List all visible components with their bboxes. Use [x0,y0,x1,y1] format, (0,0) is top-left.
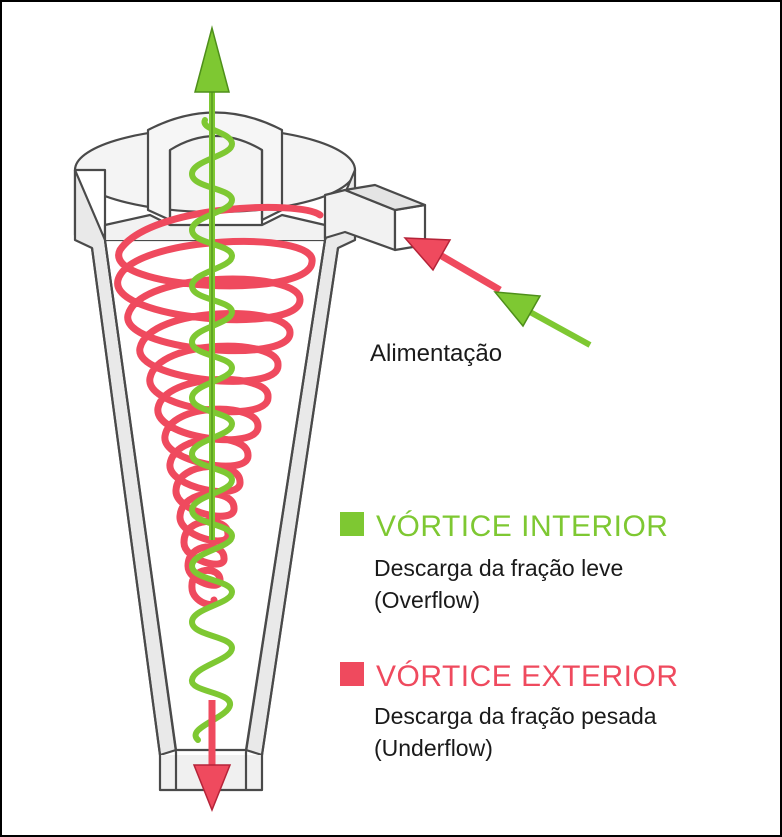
legend-inner-desc-line1: Descarga da fração leve [374,552,623,584]
legend-inner: VÓRTICE INTERIOR [340,510,668,544]
legend-outer-desc-line1: Descarga da fração pesada [374,700,657,732]
legend-outer-title: VÓRTICE EXTERIOR [376,660,679,693]
feed-arrows [405,238,590,345]
green-square-icon [340,512,364,536]
legend-outer: VÓRTICE EXTERIOR [340,660,679,694]
legend-inner-title: VÓRTICE INTERIOR [376,510,668,543]
red-square-icon [340,662,364,686]
legend-inner-desc-line2: (Overflow) [374,584,623,616]
feed-label: Alimentação [370,340,502,368]
legend-outer-description: Descarga da fração pesada (Underflow) [374,700,657,764]
legend-inner-description: Descarga da fração leve (Overflow) [374,552,623,616]
legend-outer-desc-line2: (Underflow) [374,732,657,764]
